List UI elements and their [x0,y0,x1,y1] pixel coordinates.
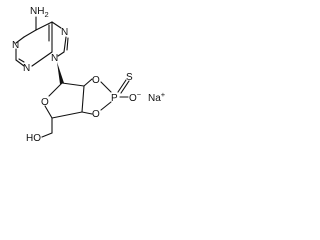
hydroxyl-label: HO [26,133,41,144]
sulfur-label: S [126,72,133,83]
hydroxymethyl-group [41,117,53,138]
ribose-ring [44,82,85,119]
imidazole-ring [51,21,69,57]
chemical-structure-diagram: NH2 N N N N O O O P S O− HO Na+ [12,6,166,144]
phosphate-oxygen-label: O− [129,90,142,104]
pyrimidine-ring [15,16,53,67]
glycosidic-wedge-bond [57,62,64,84]
n3-label: N [23,63,30,74]
n1-label: N [12,40,19,51]
n7-label: N [61,27,68,38]
phosphorus-label: P [111,93,118,104]
o3-prime-label: O [92,109,100,120]
amine-label: NH2 [30,6,49,19]
sodium-counterion-label: Na+ [148,90,166,104]
o2-prime-label: O [92,75,100,86]
cyclic-thiophosphate [81,78,130,115]
n9-label: N [51,53,58,64]
ring-oxygen-label: O [41,97,49,108]
